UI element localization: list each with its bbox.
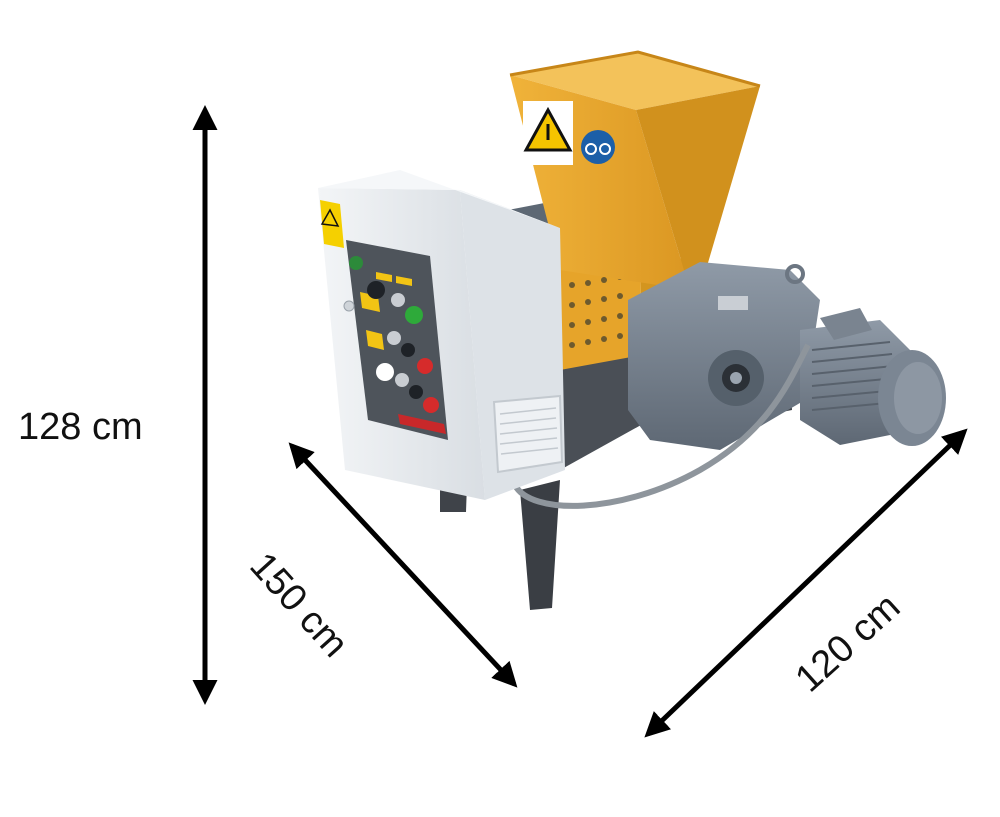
- motor-terminal-box: [820, 308, 872, 340]
- button-icon: [391, 293, 405, 307]
- red-label-strip: [398, 414, 446, 434]
- hopper-inside: [510, 52, 760, 110]
- cabinet-lock: [343, 300, 355, 312]
- stop-button-icon: [417, 358, 433, 374]
- control-labels: [360, 272, 412, 350]
- eye-protection-sign-icon: [581, 130, 615, 164]
- lifting-eye: [785, 264, 805, 284]
- control-buttons: [349, 256, 439, 413]
- width-dimension-arrow: [644, 428, 968, 738]
- height-label: 128 cm: [18, 406, 143, 448]
- frame-leg: [520, 480, 560, 610]
- electrical-conduit: [512, 343, 811, 509]
- button-icon: [387, 331, 401, 345]
- selector-switch-icon: [367, 281, 385, 299]
- control-cabinet-top: [318, 170, 560, 228]
- emergency-stop-icon: [376, 363, 394, 381]
- button-icon: [409, 385, 423, 399]
- gearbox-plate: [718, 296, 748, 310]
- shredder-machine: [318, 50, 946, 610]
- warning-sign-icon: [523, 101, 573, 165]
- depth-dimension-arrow: [288, 442, 518, 688]
- button-icon: [395, 373, 409, 387]
- cabinet-warning-label: [320, 200, 344, 248]
- indicator-lamp-icon: [349, 256, 363, 270]
- reset-button-icon: [423, 397, 439, 413]
- start-button-icon: [405, 306, 423, 324]
- chamber-bolts: [569, 274, 623, 348]
- button-icon: [401, 343, 415, 357]
- hopper-right: [636, 86, 760, 290]
- cutting-chamber: [558, 250, 642, 370]
